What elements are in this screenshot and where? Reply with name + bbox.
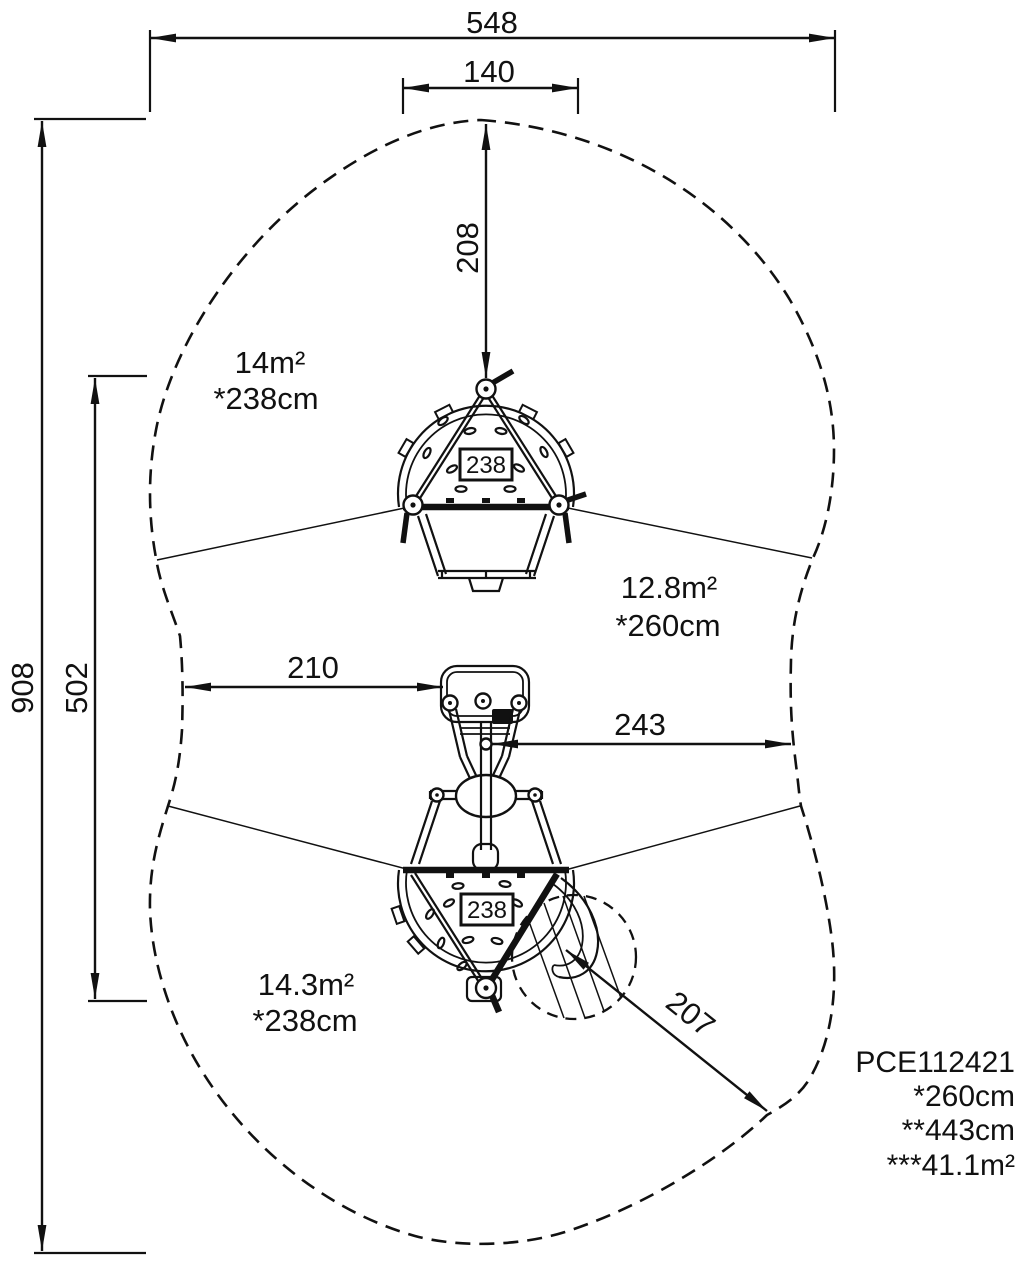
- upper-climber-id-label: 238: [466, 452, 506, 479]
- upper-climber-id-plate: [458, 447, 514, 482]
- product-legend: PCE112421 *260cm **443cm ***41.1m²: [855, 1046, 1015, 1182]
- zone-upper-area: 14m²: [235, 345, 306, 380]
- dim-207-label: 207: [659, 984, 721, 1044]
- dim-908-label: 908: [5, 662, 40, 714]
- lower-climber-id-plate: [459, 892, 515, 927]
- zone-upper-height: *238cm: [213, 381, 318, 416]
- dim-548-label: 548: [466, 5, 518, 40]
- safety-zone-outline: [148, 118, 836, 1246]
- zone-middle-height: *260cm: [615, 608, 720, 643]
- legend-total-area: ***41.1m²: [887, 1149, 1015, 1182]
- legend-total-height: **443cm: [902, 1114, 1015, 1147]
- zone-lower-area: 14.3m²: [258, 967, 354, 1002]
- dim-140-label: 140: [463, 54, 515, 89]
- label-zone-lower: 14.3m² *238cm: [252, 967, 357, 1038]
- dimension-210: 210: [185, 650, 443, 692]
- zone-middle-area: 12.8m²: [621, 570, 717, 605]
- label-zone-upper: 14m² *238cm: [213, 345, 318, 416]
- dimension-140: 140: [401, 54, 580, 114]
- lower-climber-id-label: 238: [467, 897, 507, 924]
- lower-climber-slide: [551, 877, 600, 979]
- upper-climber: 238: [396, 368, 587, 593]
- upper-climber-perforations: [422, 414, 549, 493]
- legend-fall-height: *260cm: [913, 1080, 1015, 1113]
- dim-208-label: 208: [450, 222, 485, 274]
- label-zone-middle: 12.8m² *260cm: [615, 570, 720, 643]
- zone-lower-height: *238cm: [252, 1003, 357, 1038]
- middle-rocker: [409, 664, 563, 872]
- legend-product-code: PCE112421: [855, 1046, 1015, 1079]
- dimension-207: 207: [565, 949, 768, 1112]
- lower-climber: 238: [390, 866, 600, 1014]
- dim-502-label: 502: [59, 662, 94, 714]
- lower-climber-perforations: [424, 880, 524, 972]
- dimension-548: 548: [148, 5, 837, 112]
- zone-reference-lines: [156, 505, 813, 873]
- dimension-502: 502: [59, 374, 147, 1003]
- dimension-208: 208: [450, 124, 491, 378]
- upper-climber-gangway: [416, 513, 556, 593]
- dim-210-label: 210: [287, 650, 339, 685]
- dimension-908: 908: [5, 117, 146, 1255]
- dim-243-label: 243: [614, 707, 666, 742]
- dimension-243: 243: [492, 707, 791, 749]
